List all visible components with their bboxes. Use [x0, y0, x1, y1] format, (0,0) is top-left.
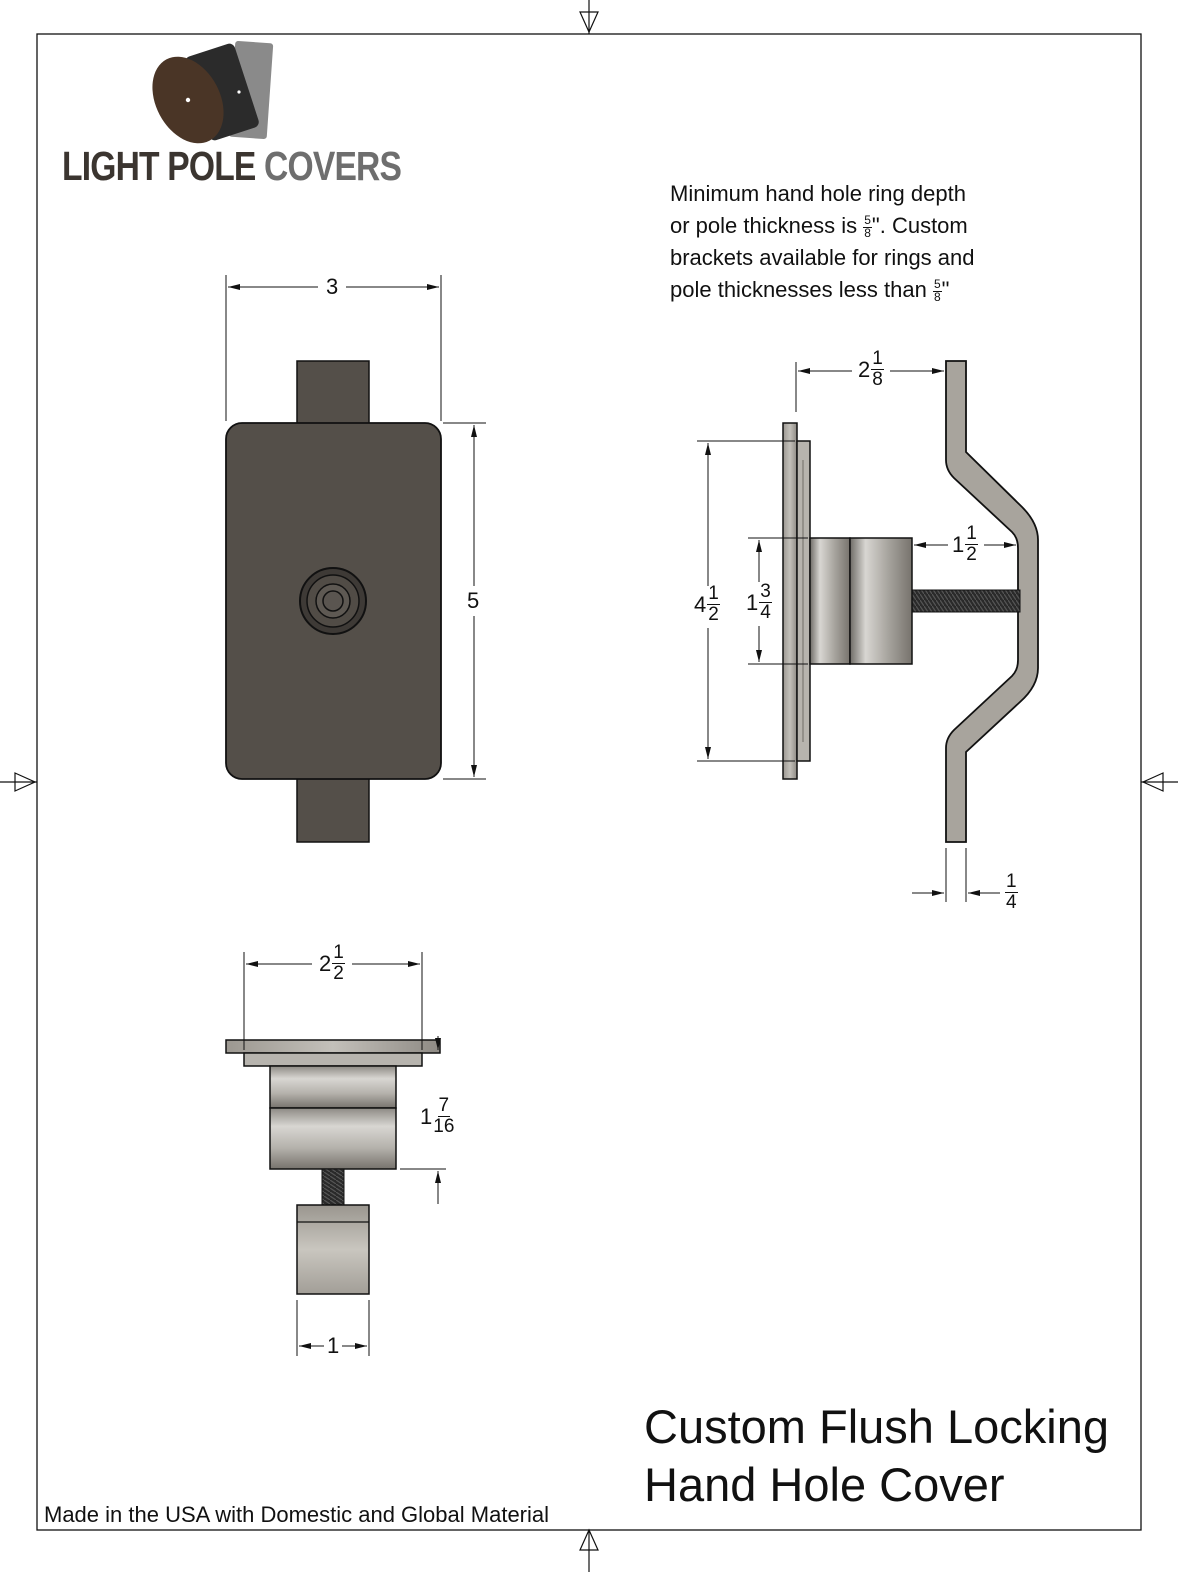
threaded-rod	[911, 589, 1021, 613]
title-line-2: Hand Hole Cover	[644, 1458, 1005, 1511]
thickness-note: Minimum hand hole ring depth or pole thi…	[670, 178, 1050, 306]
lock-housing	[849, 537, 913, 665]
brand-word-2: COVERS	[264, 143, 402, 189]
bottom-tab	[296, 776, 370, 843]
bottom-flange	[243, 1052, 423, 1067]
note-line-1: Minimum hand hole ring depth	[670, 181, 966, 206]
side-view	[697, 360, 1039, 902]
bottom-view	[225, 952, 446, 1356]
lock-keyhole	[322, 590, 344, 612]
drawing-title: Custom Flush Locking Hand Hole Cover	[644, 1398, 1109, 1514]
logo-mark	[152, 40, 274, 144]
side-plate	[782, 422, 798, 780]
bottom-plate	[225, 1039, 441, 1054]
bottom-threaded-rod	[321, 1168, 345, 1206]
top-tab	[296, 360, 370, 426]
front-view	[225, 275, 486, 843]
dim-front-width: 3	[326, 274, 339, 299]
bracket	[945, 360, 1039, 843]
brand-logo-text: LIGHT POLE COVERS	[62, 143, 402, 190]
bottom-cylinder	[269, 1065, 397, 1109]
lock-cylinder	[809, 537, 851, 665]
bottom-block	[296, 1204, 370, 1295]
dim-bottom-block: 1	[327, 1333, 340, 1358]
dim-front-height: 5	[467, 588, 480, 613]
note-line-3: brackets available for rings and	[670, 245, 975, 270]
brand-word-1: LIGHT POLE	[62, 143, 256, 189]
origin-footer: Made in the USA with Domestic and Global…	[44, 1502, 550, 1527]
bottom-housing	[269, 1107, 397, 1170]
title-line-1: Custom Flush Locking	[644, 1400, 1109, 1453]
